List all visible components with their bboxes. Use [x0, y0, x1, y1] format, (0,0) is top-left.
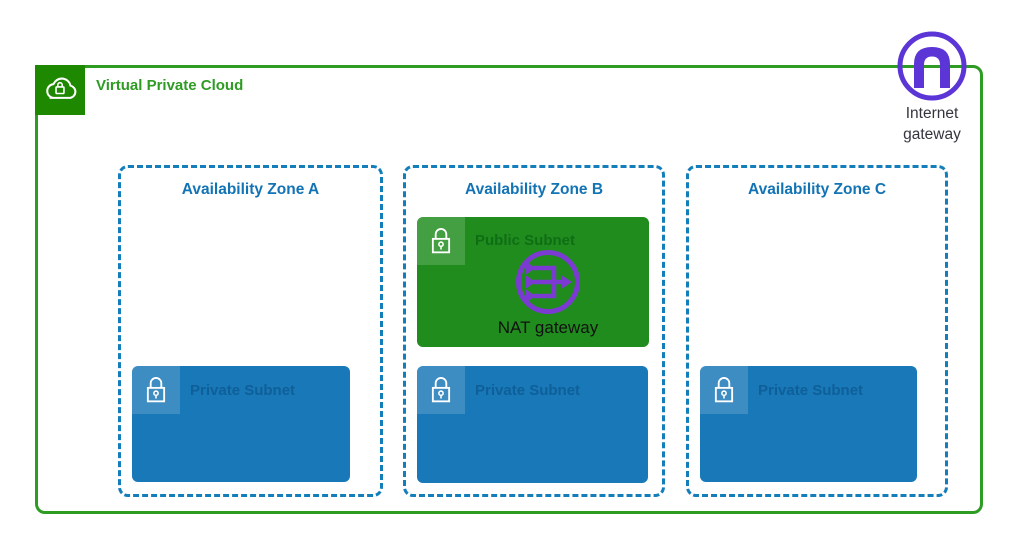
private-subnet-b: Private Subnet	[417, 366, 648, 483]
private-subnet-c-badge	[700, 366, 748, 414]
private-subnet-a-badge	[132, 366, 180, 414]
nat-gateway-icon	[516, 250, 580, 314]
padlock-icon	[431, 228, 451, 254]
internet-gateway-label-line2: gateway	[903, 126, 961, 143]
nat-gateway-label: NAT gateway	[497, 318, 599, 337]
vpc-icon	[35, 65, 85, 115]
public-subnet: Public Subnet NAT gateway	[417, 217, 649, 347]
padlock-icon	[714, 377, 734, 403]
internet-gateway-label: Internet gateway	[861, 103, 1003, 145]
private-subnet-b-label: Private Subnet	[475, 382, 581, 399]
public-subnet-badge	[417, 217, 465, 265]
private-subnet-c: Private Subnet	[700, 366, 917, 482]
private-subnet-c-label: Private Subnet	[758, 382, 864, 399]
private-subnet-a-label: Private Subnet	[190, 382, 296, 399]
padlock-icon	[146, 377, 166, 403]
availability-zone-a-title: Availability Zone A	[181, 181, 320, 198]
private-subnet-a: Private Subnet	[132, 366, 350, 482]
vpc-label: Virtual Private Cloud	[96, 77, 244, 94]
availability-zone-a: Availability Zone A	[118, 165, 383, 497]
public-subnet-label: Public Subnet	[475, 232, 576, 249]
cloud-lock-icon	[46, 77, 77, 99]
vpc-boundary	[35, 65, 983, 514]
padlock-icon	[431, 377, 451, 403]
private-subnet-b-badge	[417, 366, 465, 414]
availability-zone-b-title: Availability Zone B	[464, 181, 604, 198]
availability-zone-b: Availability Zone B	[403, 165, 665, 497]
availability-zone-c-title: Availability Zone C	[747, 181, 887, 198]
internet-gateway-label-line1: Internet	[905, 105, 959, 122]
availability-zone-c: Availability Zone C	[686, 165, 948, 497]
internet-gateway-icon	[897, 31, 967, 101]
